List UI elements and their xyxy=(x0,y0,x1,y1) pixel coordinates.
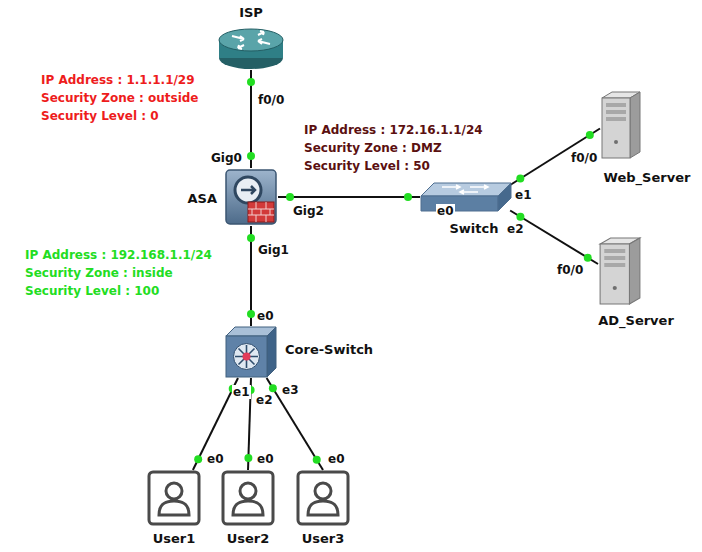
network-device: Web_Server xyxy=(600,90,642,160)
port-dot xyxy=(516,213,524,221)
ip-info: Security Zone : outside xyxy=(40,91,200,105)
interface-label: f0/0 xyxy=(570,151,598,165)
interface-label: f0/0 xyxy=(257,93,285,107)
port-dot xyxy=(247,78,255,86)
interface-label: e0 xyxy=(256,309,275,323)
port-dot xyxy=(286,193,294,201)
port-dot xyxy=(244,454,252,462)
network-device: AD_Server xyxy=(598,236,642,306)
device-name: AD_Server xyxy=(597,313,675,328)
port-dot xyxy=(584,254,592,262)
interface-label: e0 xyxy=(256,452,275,466)
port-dot xyxy=(247,310,255,318)
interface-label: Gig2 xyxy=(292,204,325,218)
port-dot xyxy=(313,456,321,464)
port-dot xyxy=(247,152,255,160)
interface-label: e1 xyxy=(232,385,251,399)
interface-label: e3 xyxy=(281,383,300,397)
device-name: ISP xyxy=(238,5,264,20)
network-device: ASA xyxy=(224,168,278,226)
interface-label: f0/0 xyxy=(556,263,584,277)
network-link xyxy=(267,378,323,470)
ip-info: Security Level : 0 xyxy=(40,109,160,123)
ip-info: Security Zone : inside xyxy=(24,266,174,280)
user-icon xyxy=(296,470,350,526)
ip-info: IP Address : 1.1.1.1/29 xyxy=(40,73,196,87)
core-switch-icon xyxy=(225,326,277,378)
port-dot xyxy=(586,131,594,139)
network-device: Core-Switch xyxy=(225,326,277,378)
interface-label: e1 xyxy=(514,188,533,202)
device-name: Web_Server xyxy=(603,170,692,185)
port-dot xyxy=(247,234,255,242)
port-dot xyxy=(194,455,202,463)
network-device: User3 xyxy=(296,470,350,526)
network-link xyxy=(510,129,600,186)
port-dot xyxy=(404,193,412,201)
network-device: ISP xyxy=(218,28,284,70)
interface-label: e0 xyxy=(436,204,455,218)
firewall-icon xyxy=(224,168,278,226)
network-device: Switch xyxy=(420,182,512,212)
port-dot xyxy=(516,175,524,183)
switch-icon xyxy=(420,182,512,212)
device-name: User1 xyxy=(152,531,197,546)
interface-label: Gig1 xyxy=(257,243,290,257)
device-name: User2 xyxy=(226,531,271,546)
interface-label: e2 xyxy=(506,222,525,236)
interface-label: e0 xyxy=(327,452,346,466)
network-device: User2 xyxy=(221,470,275,526)
device-name: ASA xyxy=(187,191,219,206)
user-icon xyxy=(147,470,201,526)
device-name: Core-Switch xyxy=(284,342,374,357)
user-icon xyxy=(221,470,275,526)
interface-label: Gig0 xyxy=(210,151,243,165)
server-icon xyxy=(600,90,642,160)
device-name: User3 xyxy=(301,531,346,546)
ip-info: IP Address : 172.16.1.1/24 xyxy=(303,123,484,137)
network-link xyxy=(278,196,420,198)
interface-label: e2 xyxy=(255,393,274,407)
router-icon xyxy=(218,28,284,70)
ip-info: Security Level : 50 xyxy=(303,159,431,173)
port-dot xyxy=(269,384,277,392)
network-device: User1 xyxy=(147,470,201,526)
network-link xyxy=(510,211,598,265)
ip-info: Security Level : 100 xyxy=(24,284,160,298)
ip-info: IP Address : 192.168.1.1/24 xyxy=(24,248,213,262)
device-name: Switch xyxy=(448,221,499,236)
ip-info: Security Zone : DMZ xyxy=(303,141,443,155)
interface-label: e0 xyxy=(206,452,225,466)
server-icon xyxy=(598,236,642,306)
